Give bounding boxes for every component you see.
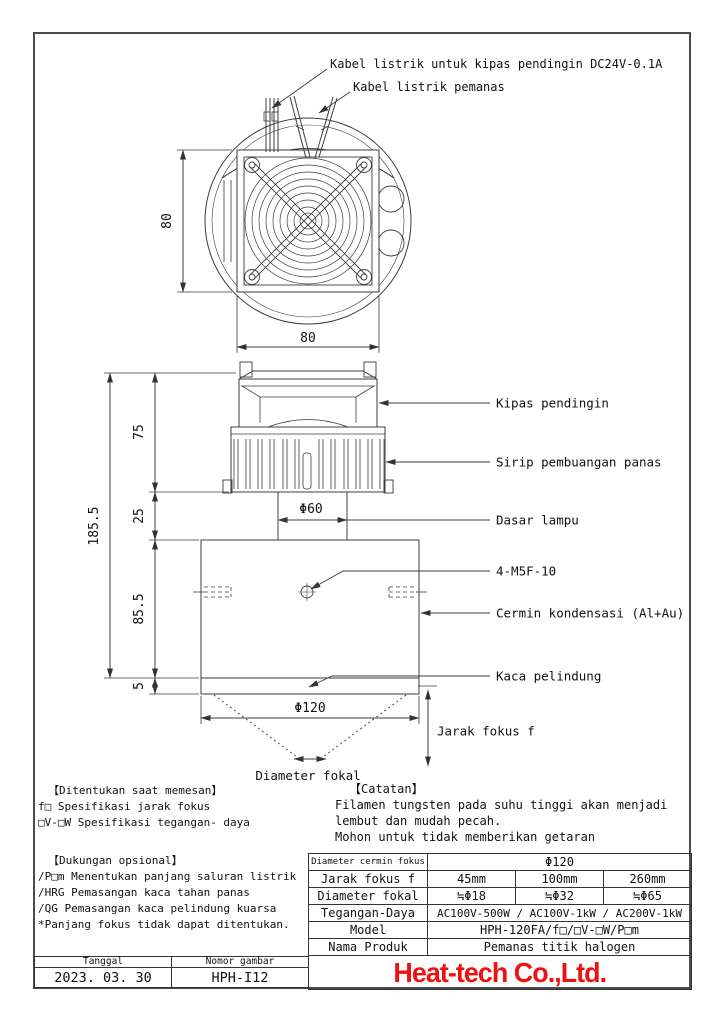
order-notes-line: □V-□W Spesifikasi tegangan- daya: [38, 816, 250, 829]
spec-value: ≒Φ65: [603, 887, 692, 905]
order-notes-line: f□ Spesifikasi jarak fokus: [38, 800, 211, 813]
optional-notes-title: 【Dukungan opsional】: [48, 854, 183, 867]
dim-fan-height: 75: [132, 424, 147, 440]
drawing-number-label: Nomor gambar: [171, 956, 309, 968]
dim-top-width: 80: [300, 331, 316, 346]
spec-value: HPH-120FA/f□/□V-□W/P□m: [427, 921, 692, 939]
dim-neck-diameter: Φ60: [299, 502, 322, 517]
spec-row: Jarak fokus f 45mm 100mm 260mm: [308, 870, 692, 888]
spec-value: AC100V-500W / AC100V-1kW / AC200V-1kW: [427, 904, 692, 922]
spec-value: Φ120: [427, 853, 692, 871]
spec-row: Model HPH-120FA/f□/□V-□W/P□m: [308, 921, 692, 939]
part-leaders: [308, 400, 490, 688]
side-view-dimensions: [104, 372, 437, 767]
date-label: Tanggal: [34, 956, 172, 968]
logo-box: Heat-tech Co.,Ltd.: [308, 955, 692, 990]
dim-body-height: 85.5: [132, 593, 147, 624]
spec-label: Jarak fokus f: [308, 870, 428, 888]
optional-notes-line: /HRG Pemasangan kaca tahan panas: [38, 886, 250, 899]
optional-notes-line: /QG Pemasangan kaca pelindung kuarsa: [38, 902, 277, 915]
fan-guard-rings: [244, 157, 372, 285]
remarks-title: 【Catatan】: [349, 782, 424, 796]
remarks-line: Filamen tungsten pada suhu tinggi akan m…: [335, 798, 668, 812]
heater-cable: [289, 95, 338, 159]
dim-neck-height: 25: [132, 508, 147, 524]
dim-total-height: 185.5: [87, 506, 102, 545]
label-focal-diameter: Diameter fokal: [255, 768, 360, 783]
title-block-value-row: 2023. 03. 30 HPH-I12: [34, 967, 309, 988]
center-screw-hole: [298, 583, 316, 601]
spec-label: Tegangan-Daya: [308, 904, 428, 922]
spec-label: Nama Produk: [308, 938, 428, 956]
optional-notes-line: *Panjang fokus tidak dapat ditentukan.: [38, 918, 290, 931]
order-notes-title: 【Ditentukan saat memesan】: [48, 784, 223, 797]
label-focal-distance: Jarak fokus f: [437, 724, 535, 739]
label-cable-fan: Kabel listrik untuk kipas pendingin DC24…: [330, 57, 663, 71]
company-logo: Heat-tech Co.,Ltd.: [393, 956, 608, 988]
remarks-line: lembut dan mudah pecah.: [335, 814, 502, 828]
spec-label: Diameter cermin fokus: [308, 853, 428, 871]
label-heatsink: Sirip pembuangan panas: [496, 455, 662, 470]
remarks-block: 【Catatan】 Filamen tungsten pada suhu tin…: [335, 781, 667, 845]
fan-housing: [238, 361, 378, 428]
fan-guard-braces: [244, 157, 372, 285]
dim-top-height: 80: [160, 213, 175, 229]
spec-row: Tegangan-Daya AC100V-500W / AC100V-1kW /…: [308, 904, 692, 922]
remarks-line: Mohon untuk tidak memberikan getaran: [335, 830, 596, 844]
optional-notes-line: /P□m Menentukan panjang saluran listrik: [38, 870, 297, 883]
spec-value: Pemanas titik halogen: [427, 938, 692, 956]
spec-table: Diameter cermin fokus Φ120 Jarak fokus f…: [308, 853, 692, 956]
spec-row: Diameter cermin fokus Φ120: [308, 853, 692, 871]
spec-value: ≒Φ32: [515, 887, 604, 905]
order-notes: 【Ditentukan saat memesan】 f□ Spesifikasi…: [38, 783, 250, 831]
hidden-holes: [204, 586, 416, 598]
top-view-dimensions: [177, 149, 380, 353]
top-view: [204, 95, 412, 325]
date-value: 2023. 03. 30: [34, 967, 172, 988]
optional-notes: 【Dukungan opsional】 /P□m Menentukan panj…: [38, 853, 296, 933]
drawing-number-value: HPH-I12: [171, 967, 309, 988]
label-glass: Kaca pelindung: [496, 669, 601, 684]
spec-label: Model: [308, 921, 428, 939]
label-cable-heater: Kabel listrik pemanas: [353, 80, 505, 94]
title-block: Tanggal Nomor gambar 2023. 03. 30 HPH-I1…: [34, 956, 309, 988]
heatsink: [222, 426, 394, 494]
glass-slab: [200, 677, 420, 695]
spec-value: 45mm: [427, 870, 516, 888]
dim-body-diameter: Φ120: [294, 701, 325, 716]
dim-glass-height: 5: [132, 682, 147, 690]
spec-value: 260mm: [603, 870, 692, 888]
focal-cone: [213, 694, 407, 758]
title-block-header-row: Tanggal Nomor gambar: [34, 956, 309, 968]
mirror-body: [200, 539, 420, 679]
spec-value: ≒Φ18: [427, 887, 516, 905]
cable-leaders: [271, 68, 351, 114]
spec-value: 100mm: [515, 870, 604, 888]
label-fan: Kipas pendingin: [496, 396, 609, 411]
spec-label: Diameter fokal: [308, 887, 428, 905]
label-screw-spec: 4-M5F-10: [496, 564, 556, 579]
side-view: [193, 361, 427, 758]
spec-row: Nama Produk Pemanas titik halogen: [308, 938, 692, 956]
label-mirror: Cermin kondensasi (Al+Au): [496, 606, 684, 621]
spec-row: Diameter fokal ≒Φ18 ≒Φ32 ≒Φ65: [308, 887, 692, 905]
label-lamp-base: Dasar lampu: [496, 513, 579, 528]
sheet-border: [33, 32, 691, 989]
